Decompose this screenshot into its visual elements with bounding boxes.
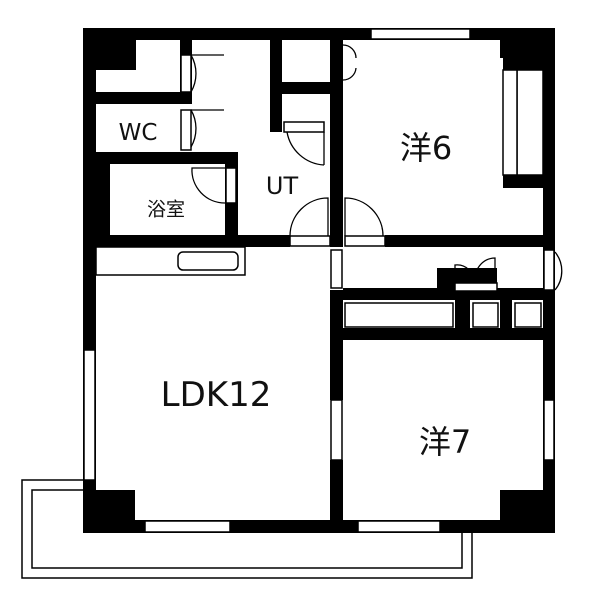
room-label-western6: 洋6 [399, 129, 453, 167]
room-label-wc: WC [118, 120, 158, 146]
room-label-utility: UT [265, 172, 299, 200]
room-label-western7: 洋7 [418, 423, 472, 461]
balcony [21, 479, 473, 579]
walls [83, 28, 555, 533]
door-swings [190, 44, 563, 291]
room-label-bath: 浴室 [146, 198, 186, 221]
room-label-ldk: LDK12 [160, 375, 272, 415]
windows-doors [83, 28, 555, 533]
